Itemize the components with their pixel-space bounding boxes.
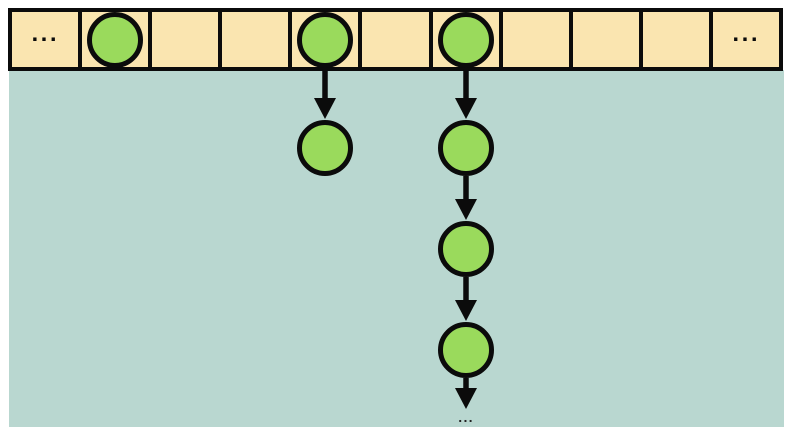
bucket-cell-10: ... bbox=[713, 12, 779, 67]
bucket-cell-7 bbox=[503, 12, 573, 67]
bucket-entry-circle bbox=[297, 11, 354, 68]
chain-0-node-0 bbox=[297, 120, 354, 176]
bucket-entry-circle bbox=[87, 11, 144, 68]
bucket-entry-circle bbox=[437, 11, 494, 68]
bucket-cell-0: ... bbox=[12, 12, 83, 67]
chain-1-node-0 bbox=[437, 120, 494, 176]
chain-1-node-1 bbox=[437, 221, 494, 277]
chain-continuation-label: ... bbox=[458, 412, 474, 425]
chain-1-arrow-1 bbox=[454, 176, 477, 220]
chain-1-arrow-2 bbox=[454, 277, 477, 321]
bucket-cell-1 bbox=[82, 11, 153, 68]
chain-1-arrow-0 bbox=[454, 69, 477, 119]
bucket-cell-3 bbox=[222, 12, 293, 67]
bucket-cell-6 bbox=[433, 11, 503, 68]
bucket-cell-2 bbox=[152, 12, 223, 67]
chain-0-arrow-0 bbox=[314, 69, 337, 119]
chaining-area-panel bbox=[9, 70, 784, 427]
chain-1-arrow-continue bbox=[454, 378, 477, 409]
chain-1-node-2 bbox=[437, 322, 494, 378]
bucket-ellipsis-label: ... bbox=[732, 24, 760, 46]
bucket-cell-5 bbox=[362, 12, 433, 67]
bucket-cell-9 bbox=[643, 12, 713, 67]
bucket-cell-4 bbox=[292, 11, 363, 68]
bucket-cell-8 bbox=[573, 12, 643, 67]
bucket-array: ...... bbox=[8, 8, 783, 71]
bucket-ellipsis-label: ... bbox=[31, 24, 59, 46]
